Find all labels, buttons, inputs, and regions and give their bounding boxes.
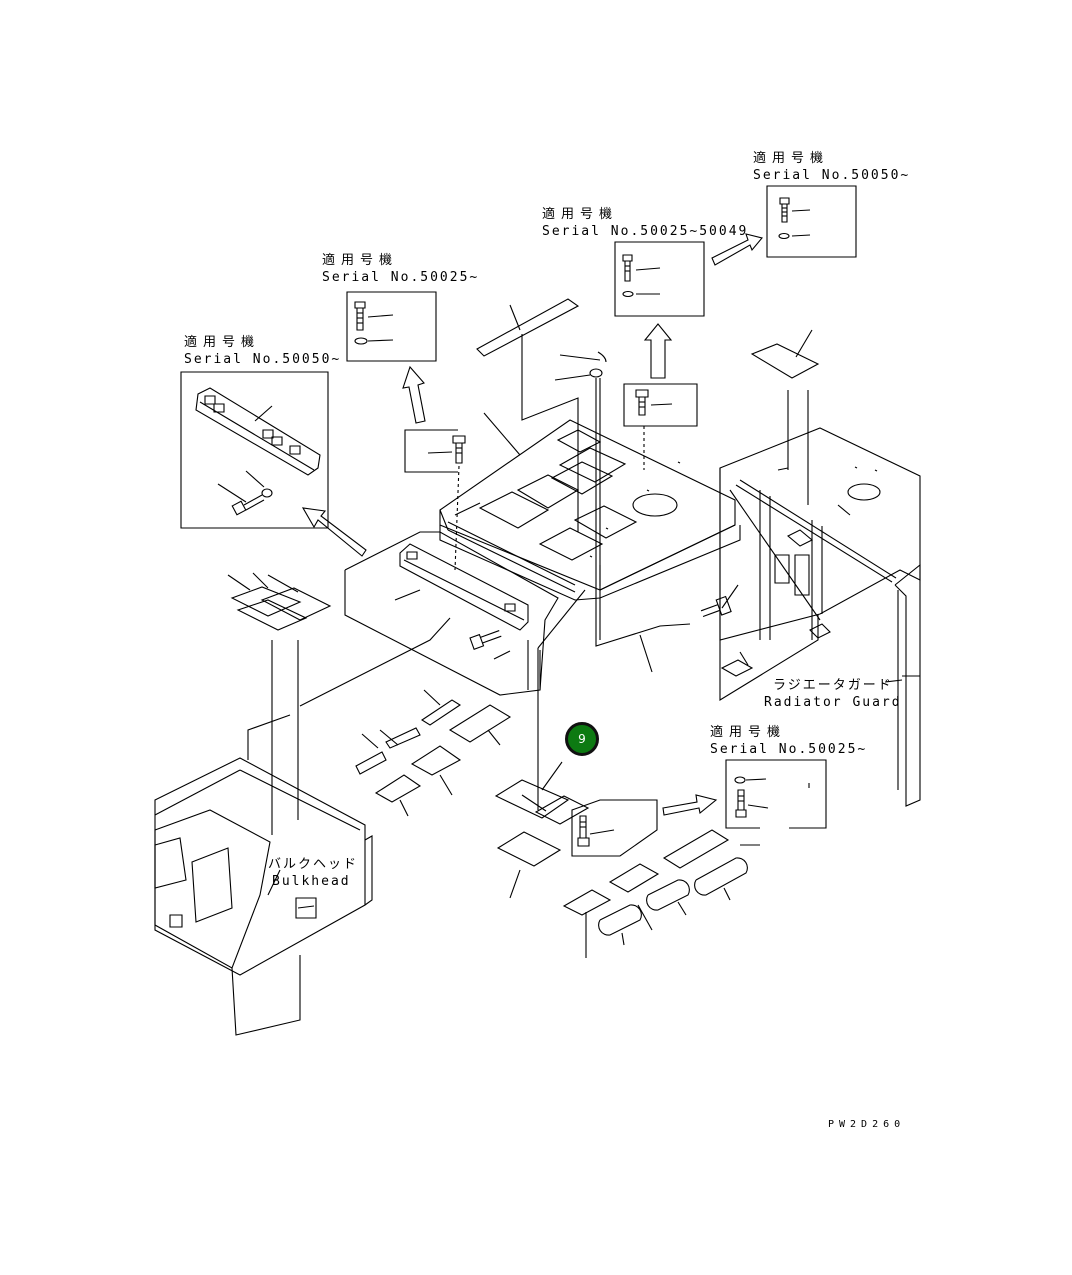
radiator-guard-label: Radiator Guard (764, 695, 902, 710)
side-panel (895, 565, 920, 806)
bolt-icon (453, 436, 465, 463)
inset-box-mid-left (347, 292, 436, 361)
bolt-icon (355, 302, 365, 330)
applicable-serial-label: Serial No.50050~ (184, 352, 342, 367)
inset-box-top-mid (615, 242, 704, 316)
decal-plate (752, 344, 818, 378)
washer-icon (590, 369, 602, 377)
applicable-serial-label-jp: 適用号機 (710, 725, 787, 740)
decal (232, 587, 300, 616)
inset-box-far-left (181, 372, 328, 528)
inset-box-top-right (767, 186, 856, 257)
rod (596, 378, 690, 646)
washer-icon (735, 777, 745, 783)
bolt-icon (699, 597, 731, 622)
washer-icon (262, 489, 272, 497)
cover-panel (196, 388, 320, 475)
bolt-icon (470, 628, 502, 650)
seal-parts (356, 690, 760, 958)
applicable-serial-label: Serial No.50025~ (322, 270, 480, 285)
bolt-icon (623, 255, 632, 281)
bolt-icon (578, 816, 589, 846)
bolt-icon (232, 495, 264, 515)
applicable-serial-label-jp: 適用号機 (322, 253, 399, 268)
inset-box-lower-right (726, 760, 826, 828)
callout-9[interactable]: 9 (565, 722, 599, 756)
applicable-serial-label: Serial No.50025~50049 (542, 224, 749, 239)
drawing-code: PW2D260 (828, 1119, 906, 1130)
washer-icon (355, 338, 367, 344)
applicable-serial-label-jp: 適用号機 (184, 335, 261, 350)
decal (238, 600, 306, 630)
applicable-serial-label-jp: 適用号機 (542, 207, 619, 222)
applicable-serial-label-jp: 適用号機 (753, 151, 830, 166)
arrow-icon (712, 234, 762, 265)
top-cover (440, 420, 735, 590)
bolt-icon (636, 390, 648, 415)
bulkhead-label: Bulkhead (272, 874, 351, 889)
part-9-pad (496, 780, 568, 818)
applicable-serial-label: Serial No.50050~ (753, 168, 911, 183)
bulkhead-label-jp: バルクヘッド (268, 857, 359, 872)
bolt-icon (736, 790, 746, 817)
bolt-icon (780, 198, 789, 222)
radiator-guard-label-jp: ラジエータガード (773, 678, 893, 693)
front-grille (400, 544, 528, 630)
bolt-panel (572, 800, 657, 856)
mount-plate (345, 532, 558, 695)
radiator-guard (720, 428, 920, 640)
decal-strip (477, 299, 578, 356)
arrow-icon (663, 795, 716, 815)
arrow-icon (403, 367, 425, 423)
washer-icon (623, 292, 633, 297)
applicable-serial-label: Serial No.50025~ (710, 742, 868, 757)
cap-opening (633, 494, 677, 516)
arrow-icon (303, 508, 366, 556)
arrow-icon (645, 324, 671, 378)
washer-icon (779, 234, 789, 239)
